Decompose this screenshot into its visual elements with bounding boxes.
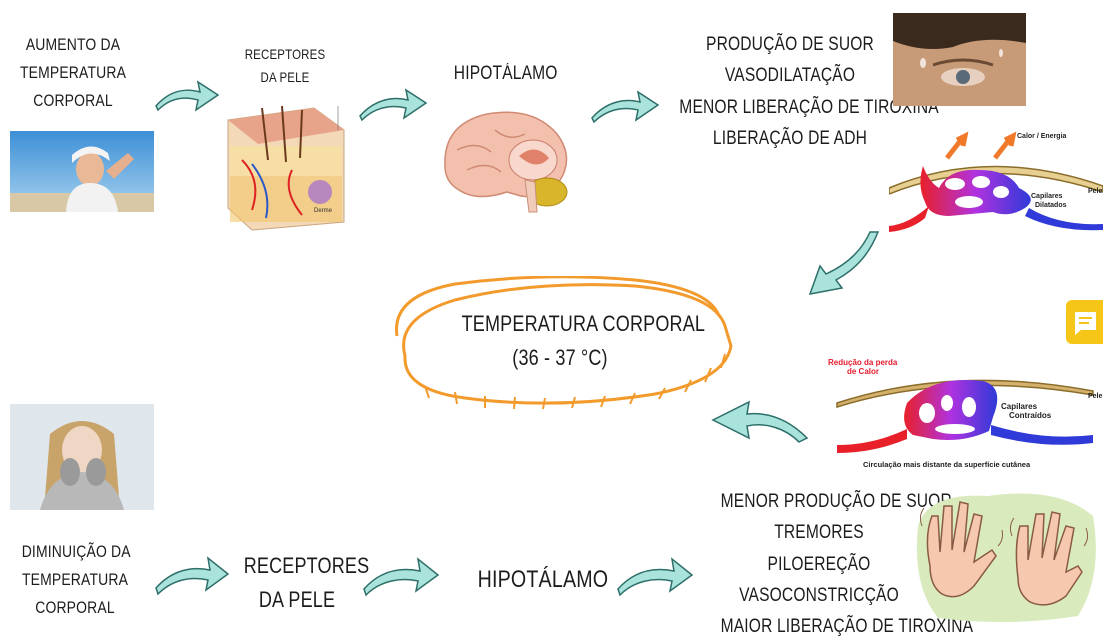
arrow-right-4	[152, 554, 232, 596]
sweating-face-photo	[893, 13, 1026, 106]
capillaries-dilated-label-2: Dilatados	[1035, 202, 1067, 209]
vasodilation-diagram: Calor / Energia Pele Capilares Dilatados	[889, 126, 1103, 238]
heat-loss-reduction-label-1: Redução da perda	[828, 358, 898, 367]
skin-label-bottom: Pele	[1088, 393, 1103, 400]
shivering-hands-image	[908, 486, 1103, 627]
hypothalamus-label-top: HIPOTÁLAMO	[454, 62, 552, 86]
capillaries-contracted-label-2: Contraídos	[1009, 411, 1052, 420]
circulation-caption: Circulação mais distante da superfície c…	[863, 460, 1031, 469]
cold-woman-photo	[10, 404, 154, 510]
skin-cross-section-image: Derme	[222, 100, 350, 233]
arrow-right-2	[356, 86, 430, 122]
hot-woman-photo	[10, 131, 154, 212]
skin-label-top: Pele	[1088, 188, 1103, 195]
comment-button[interactable]	[1066, 300, 1103, 344]
skin-receptors-label-top: RECEPTORES DA PELE	[236, 45, 334, 87]
increase-temp-label: AUMENTO DA TEMPERATURA CORPORAL	[20, 34, 127, 111]
vasoconstriction-diagram: Redução da perda de Calor Pele Capilares…	[823, 355, 1103, 473]
arrow-down-left	[800, 228, 884, 302]
derme-label: Derme	[314, 208, 333, 214]
brain-image	[437, 100, 577, 220]
center-title: TEMPERATURA CORPORAL (36 - 37 °C)	[462, 310, 659, 372]
hypothalamus-label-bottom: HIPOTÁLAMO	[478, 565, 593, 596]
arrow-right-1	[152, 78, 222, 114]
comment-icon	[1066, 300, 1103, 344]
arrow-right-6	[614, 555, 696, 597]
heat-energy-label: Calor / Energia	[1017, 133, 1067, 140]
arrow-left	[707, 398, 811, 444]
capillaries-contracted-label-1: Capilares	[1001, 402, 1038, 411]
capillaries-dilated-label-1: Capilares	[1031, 193, 1063, 200]
decrease-temp-label: DIMINUIÇÃO DA TEMPERATURA CORPORAL	[22, 541, 129, 618]
heat-responses-list: PRODUÇÃO DE SUOR VASODILATAÇÃO MENOR LIB…	[679, 29, 900, 154]
cold-responses-list: MENOR PRODUÇÃO DE SUOR TREMORES PILOEREÇ…	[721, 486, 918, 643]
arrow-right-5	[360, 555, 442, 597]
heat-loss-reduction-label-2: de Calor	[847, 367, 879, 376]
arrow-right-3	[588, 88, 662, 124]
skin-receptors-label-bottom: RECEPTORES DA PELE	[244, 552, 351, 614]
